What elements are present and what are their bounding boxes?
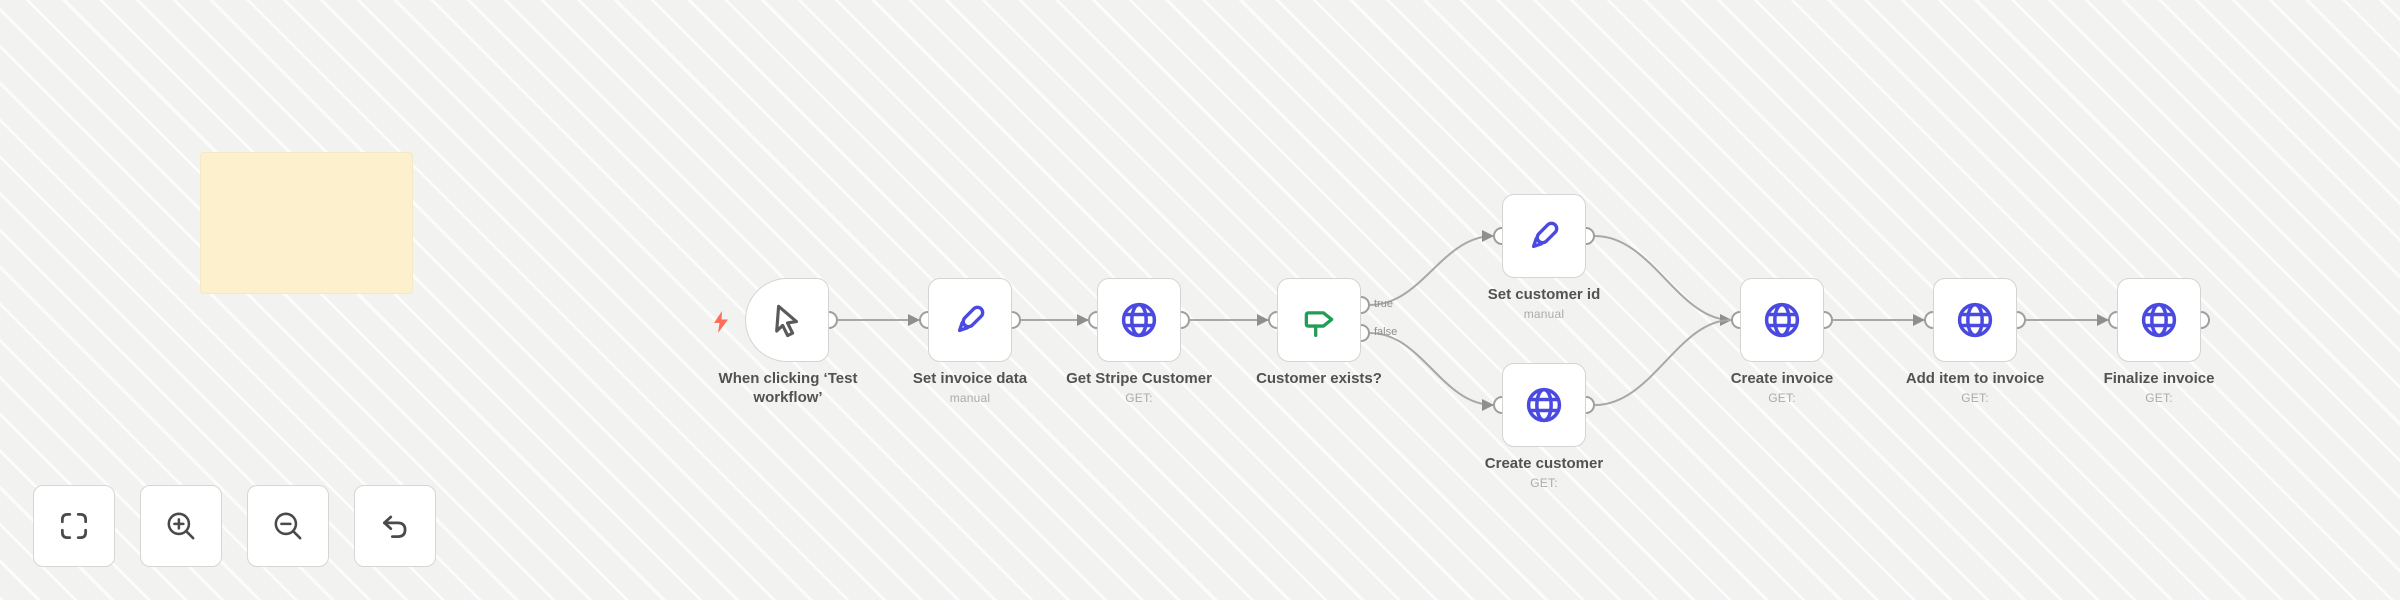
canvas-toolbar <box>33 485 436 567</box>
branch-label-false: false <box>1374 326 1398 338</box>
trigger-bolt-icon <box>714 311 728 333</box>
reset-view-button[interactable] <box>354 485 436 567</box>
node-card-customer-exists[interactable] <box>1277 278 1361 362</box>
globe-icon <box>1526 387 1562 423</box>
connection-edge-true[interactable] <box>1369 230 1494 306</box>
node-title: Set customer id <box>1487 286 1601 303</box>
undo-icon <box>383 515 407 538</box>
node-card-finalize-invoice[interactable] <box>2117 278 2201 362</box>
cursor-icon <box>775 304 799 338</box>
signpost-icon <box>1304 311 1334 338</box>
node-title: Set invoice data <box>912 370 1028 387</box>
connection-edge[interactable] <box>1594 235 1732 326</box>
node-subtitle: GET: <box>1530 476 1558 490</box>
globe-icon <box>1764 302 1800 338</box>
globe-icon <box>1957 302 1993 338</box>
connection-edge-false[interactable] <box>1369 332 1494 411</box>
sticky-note[interactable] <box>200 152 413 294</box>
node-title: Create invoice <box>1730 370 1834 387</box>
node-card-add-item-to-invoice[interactable] <box>1933 278 2017 362</box>
pencil-icon <box>1531 221 1559 249</box>
node-subtitle: GET: <box>1125 391 1153 405</box>
fit-view-icon <box>60 512 88 540</box>
node-title: Get Stripe Customer <box>1066 370 1212 387</box>
node-title: Customer exists? <box>1256 370 1382 387</box>
node-title: When clicking ‘Test workflow’ <box>718 370 858 406</box>
branch-label-true: true <box>1374 298 1393 310</box>
zoom-out-icon <box>274 512 302 540</box>
zoom-to-fit-button[interactable] <box>33 485 115 567</box>
node-subtitle: manual <box>949 391 991 405</box>
node-card-create-invoice[interactable] <box>1740 278 1824 362</box>
node-subtitle: GET: <box>1961 391 1989 405</box>
node-card-get-stripe-customer[interactable] <box>1097 278 1181 362</box>
connection-edge[interactable] <box>1594 319 1732 406</box>
node-subtitle: GET: <box>2145 391 2173 405</box>
pencil-icon <box>957 305 985 333</box>
node-title: Add item to invoice <box>1905 370 2045 387</box>
zoom-in-button[interactable] <box>140 485 222 567</box>
node-title: Finalize invoice <box>2103 370 2215 387</box>
globe-icon <box>2141 302 2177 338</box>
node-card-create-customer[interactable] <box>1502 363 1586 447</box>
node-title: Create customer <box>1484 455 1604 472</box>
node-subtitle: GET: <box>1768 391 1796 405</box>
node-card-manual-trigger[interactable] <box>745 278 829 362</box>
zoom-in-icon <box>167 512 195 540</box>
globe-icon <box>1121 302 1157 338</box>
node-card-set-customer-id[interactable] <box>1502 194 1586 278</box>
zoom-out-button[interactable] <box>247 485 329 567</box>
node-subtitle: manual <box>1523 307 1565 321</box>
node-card-set-invoice-data[interactable] <box>928 278 1012 362</box>
